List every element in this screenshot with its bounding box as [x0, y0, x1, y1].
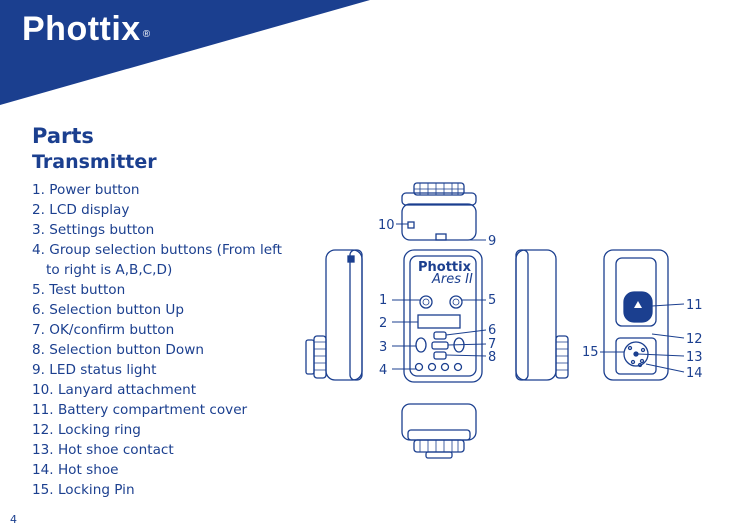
transmitter-diagram: Phottix Ares II — [305, 182, 703, 459]
power-button — [419, 295, 433, 309]
callout-7: 7 — [488, 337, 496, 352]
settings-button — [415, 337, 427, 353]
bottom-view — [401, 403, 477, 459]
back-view — [603, 249, 669, 381]
led-status-light — [435, 233, 447, 241]
hot-shoe-contact — [633, 351, 639, 357]
callout-12: 12 — [686, 332, 703, 347]
lanyard-attachment — [407, 221, 415, 229]
battery-cover — [615, 257, 657, 327]
callout-11: 11 — [686, 298, 703, 313]
list-item: 11. Battery compartment cover — [32, 402, 248, 418]
list-item: 7. OK/confirm button — [32, 322, 175, 338]
callout-1: 1 — [379, 293, 387, 308]
list-item: 13. Hot shoe contact — [32, 442, 174, 458]
list-item: 4. Group selection buttons (From left to… — [32, 242, 282, 278]
list-item: 8. Selection button Down — [32, 342, 204, 358]
callout-6: 6 — [488, 323, 496, 338]
callout-14: 14 — [686, 366, 703, 381]
callout-8: 8 — [488, 350, 496, 365]
list-item: 1. Power button — [32, 182, 140, 198]
parts-list: 1. Power button 2. LCD display 3. Settin… — [32, 180, 282, 500]
list-item: 5. Test button — [32, 282, 126, 298]
callout-9: 9 — [488, 234, 496, 249]
top-view — [401, 182, 477, 241]
device-brand-label: Phottix — [418, 260, 472, 275]
device-model-label: Ares II — [431, 272, 473, 287]
registered-mark: ® — [142, 29, 151, 40]
left-side-view — [305, 249, 363, 381]
list-item: 3. Settings button — [32, 222, 155, 238]
callout-15: 15 — [582, 345, 599, 360]
lcd-display — [417, 314, 461, 329]
callout-lines — [392, 223, 685, 373]
group-b-button — [427, 362, 437, 372]
right-side-view — [515, 249, 569, 381]
logo-text: Phottix — [22, 10, 141, 48]
callout-4: 4 — [379, 363, 387, 378]
list-item: 9. LED status light — [32, 362, 157, 378]
locking-pin — [637, 362, 643, 368]
list-item: 10. Lanyard attachment — [32, 382, 197, 398]
list-item: 12. Locking ring — [32, 422, 141, 438]
front-view: Phottix Ares II — [403, 249, 483, 383]
test-button — [449, 295, 463, 309]
list-item: 6. Selection button Up — [32, 302, 184, 318]
callout-10: 10 — [378, 218, 395, 233]
phottix-logo: Phottix® — [22, 12, 151, 46]
selection-down-button — [433, 351, 447, 360]
section-title: Transmitter — [32, 151, 157, 173]
callout-5: 5 — [488, 293, 496, 308]
group-a-button — [414, 362, 424, 372]
page-title: Parts — [32, 124, 94, 148]
callout-13: 13 — [686, 350, 703, 365]
callout-3: 3 — [379, 340, 387, 355]
group-c-button — [440, 362, 450, 372]
selection-up-button — [433, 331, 447, 340]
header-banner — [0, 0, 370, 105]
list-item: 2. LCD display — [32, 202, 130, 218]
ok-button — [431, 341, 449, 350]
callout-2: 2 — [379, 316, 387, 331]
hot-shoe — [615, 337, 657, 375]
group-d-button — [453, 362, 463, 372]
list-item: 14. Hot shoe — [32, 462, 119, 478]
page-number: 4 — [10, 513, 17, 526]
list-item: 15. Locking Pin — [32, 482, 135, 498]
